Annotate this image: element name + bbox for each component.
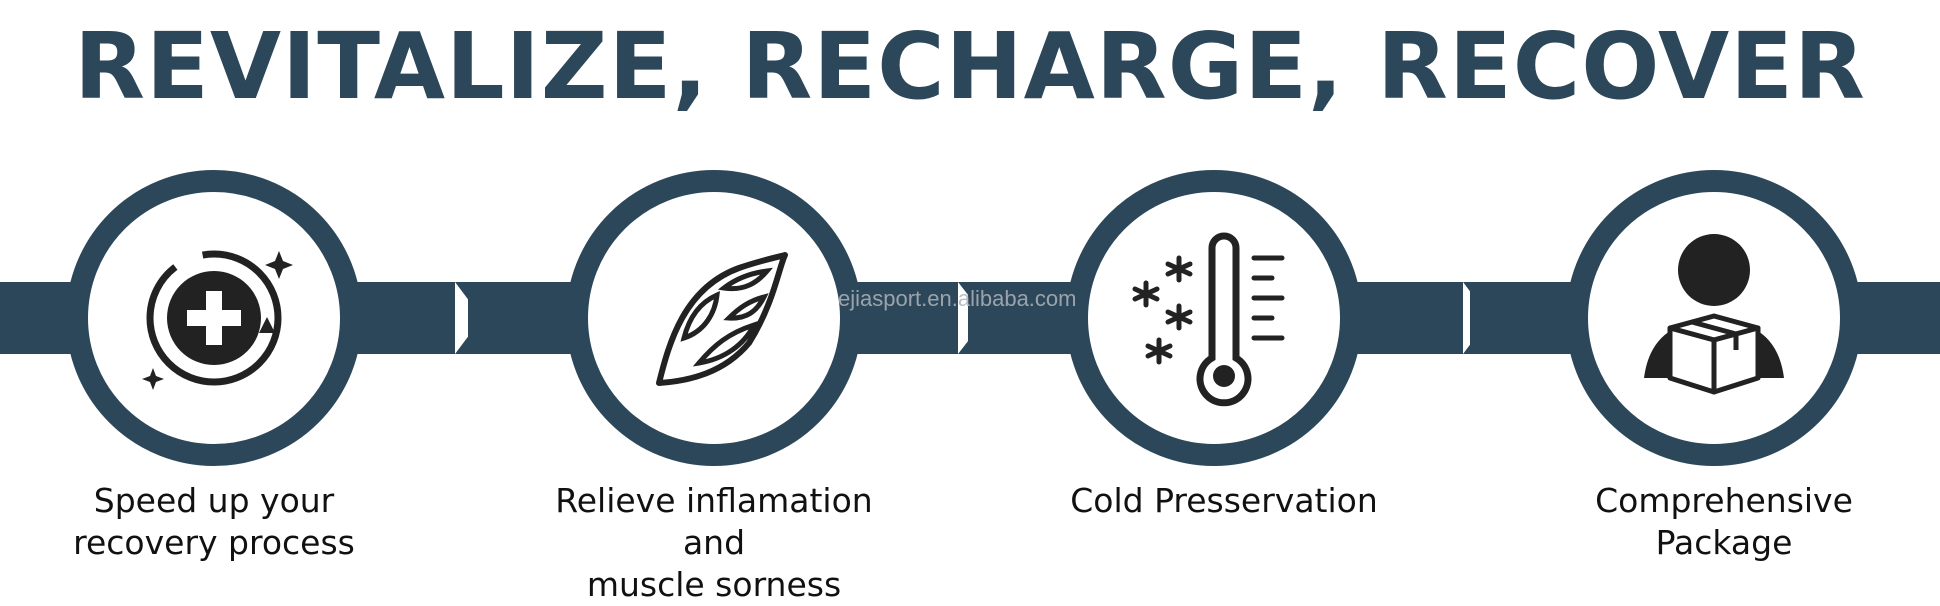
step-caption-4: Comprehensive Package [1534,480,1914,564]
step-caption-1: Speed up your recovery process [24,480,404,564]
caption-line: recovery process [73,523,355,562]
caption-line: Cold Presservation [1070,481,1378,520]
muscle-icon [656,252,788,386]
caption-line: Relieve inflamation and [555,481,873,562]
person-package-icon [1644,234,1784,395]
step-caption-3: Cold Presservation [1034,480,1414,522]
caption-line: muscle sorness [586,565,842,604]
step-circle-2 [566,170,862,466]
thermometer-snowflake-icon [1132,232,1285,407]
page-title: REVITALIZE, RECHARGE, RECOVER [74,13,1866,120]
medical-cross-recovery-icon [142,250,293,390]
caption-line: Package [1655,523,1793,562]
step-circle-4 [1566,170,1862,466]
step-caption-2: Relieve inflamation and muscle sorness [524,480,904,606]
step-circle-1 [66,170,362,466]
step-circle-3 [1066,170,1362,466]
caption-line: Comprehensive [1595,481,1853,520]
caption-line: Speed up your [93,481,335,520]
watermark: ejiasport.en.alibaba.com [838,286,1077,311]
